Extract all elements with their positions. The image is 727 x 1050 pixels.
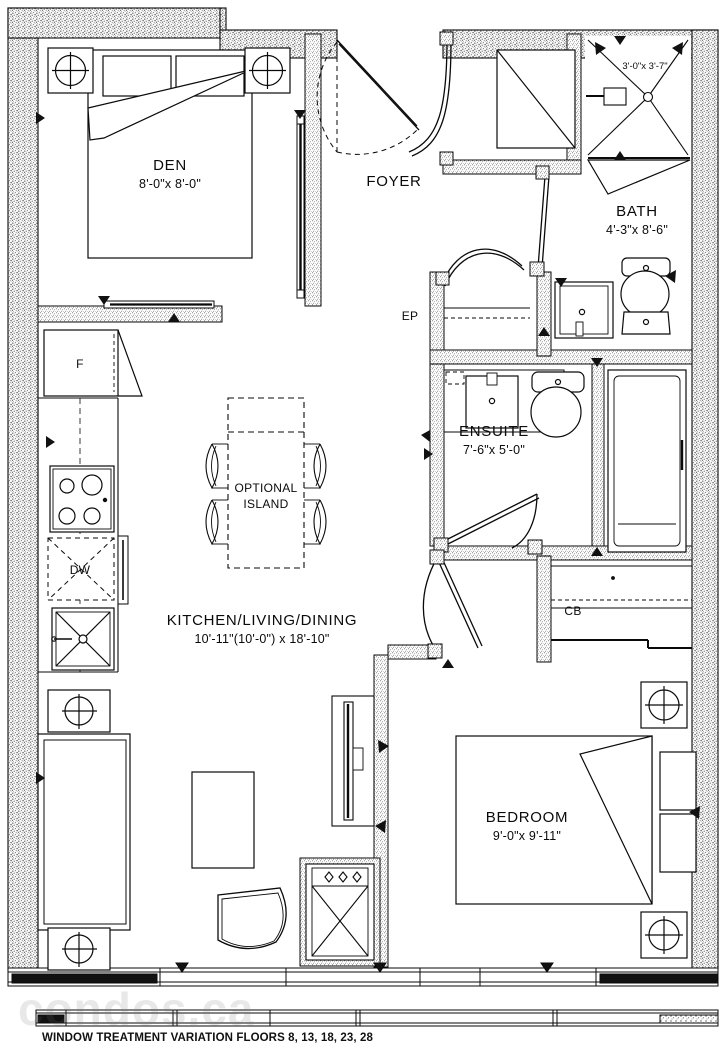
- dishwasher: [47, 535, 129, 605]
- ensuite-arrow-tub-top: [591, 358, 603, 367]
- optional-island: [205, 397, 327, 569]
- room-den: [47, 47, 291, 259]
- label-bath-dim: 4'-3"x 8'-6": [606, 223, 668, 237]
- accent-chair: [217, 887, 287, 950]
- kitchen-counter-run: [37, 330, 119, 673]
- side-table-top: [47, 689, 111, 733]
- label-ensuite: ENSUITE: [459, 423, 529, 440]
- living-sofa: [37, 733, 131, 931]
- bath-arrow-bottom: [538, 327, 550, 336]
- label-kld-dim: 10'-11"(10'-0") x 18'-10": [194, 632, 329, 646]
- ep-closet-shelf: [444, 307, 530, 319]
- room-labels: DEN 8'-0"x 8'-0" FOYER BATH 4'-3"x 8'-6"…: [139, 157, 668, 843]
- label-den-dim: 8'-0"x 8'-0": [139, 177, 201, 191]
- window-wall-bottom: [7, 962, 719, 987]
- entry-closet: [585, 36, 691, 195]
- label-den: DEN: [153, 157, 187, 174]
- closet-arrow-d: [614, 151, 626, 160]
- island-label: OPTIONAL ISLAND: [234, 481, 297, 511]
- laundry-closet: [305, 863, 375, 961]
- label-cb: CB: [564, 604, 581, 618]
- label-island-line2: ISLAND: [243, 497, 288, 511]
- label-ensuite-dim: 7'-6"x 5'-0": [463, 443, 525, 457]
- closet-arrow-b: [614, 36, 626, 45]
- bath-arrow-right: [665, 270, 676, 283]
- living-wall-arrow: [36, 772, 45, 784]
- bedroom-wall-arrow: [689, 806, 700, 819]
- ensuite-door: [433, 493, 543, 555]
- bedroom-nightstand-bottom: [640, 911, 688, 959]
- cb-arrow: [442, 659, 454, 668]
- nightstand-left: [47, 47, 94, 94]
- kitchen-wall-arrow: [46, 436, 55, 448]
- foyer-closet: [496, 49, 576, 149]
- label-island-line1: OPTIONAL: [234, 481, 297, 495]
- refrigerator: [43, 329, 143, 397]
- ensuite-arrow-a: [421, 430, 430, 442]
- label-fridge: F: [76, 357, 84, 371]
- den-vent-arrow-left: [98, 296, 110, 305]
- bedroom-door: [422, 549, 483, 659]
- label-ep: EP: [402, 309, 419, 323]
- tv-media-unit: [331, 695, 375, 827]
- cb-closet: [551, 565, 692, 649]
- label-kld: KITCHEN/LIVING/DINING: [167, 612, 358, 629]
- ensuite-fixtures: [443, 369, 687, 553]
- bedroom-nightstand-top: [640, 681, 688, 729]
- tv-wall-arrow-2: [378, 740, 389, 753]
- nightstand-right: [244, 47, 291, 94]
- kitchen-sink: [51, 607, 115, 671]
- den-sliding-door: [296, 115, 305, 299]
- annotation-labels: 3'-0"x 3'-7" EP CB F DW: [70, 61, 668, 618]
- label-dishwasher: DW: [70, 563, 91, 577]
- den-door-arrow: [294, 110, 306, 119]
- foyer-entry-door-left: [316, 39, 420, 155]
- bath-door: [529, 165, 550, 277]
- den-wall-arrow: [36, 112, 45, 124]
- label-bedroom: BEDROOM: [486, 809, 568, 826]
- closet-arrow-a: [595, 42, 606, 55]
- tv-wall-arrow: [375, 820, 386, 833]
- label-foyer: FOYER: [366, 173, 421, 190]
- bedroom-bed: [455, 735, 697, 905]
- cooktop: [49, 465, 115, 533]
- window-variation-strip: [35, 1009, 719, 1027]
- den-vent-arrow-right: [168, 313, 180, 322]
- foyer-entry-door-right: [408, 31, 454, 166]
- bath-arrow-top: [555, 278, 567, 287]
- label-closet-dim: 3'-0"x 3'-7": [622, 61, 667, 72]
- side-table-bottom: [47, 927, 111, 971]
- ensuite-arrow-tub-bot: [591, 547, 603, 556]
- ensuite-arrow-b: [424, 448, 433, 460]
- den-bottom-vent: [103, 300, 215, 309]
- ep-closet-door: [435, 248, 525, 287]
- label-bedroom-dim: 9'-0"x 9'-11": [493, 829, 561, 843]
- coffee-table: [191, 771, 255, 869]
- bath-fixtures: [554, 257, 671, 339]
- closet-arrow-c: [672, 42, 683, 55]
- plan-caption: WINDOW TREATMENT VARIATION FLOORS 8, 13,…: [42, 1032, 373, 1044]
- label-bath: BATH: [616, 203, 658, 220]
